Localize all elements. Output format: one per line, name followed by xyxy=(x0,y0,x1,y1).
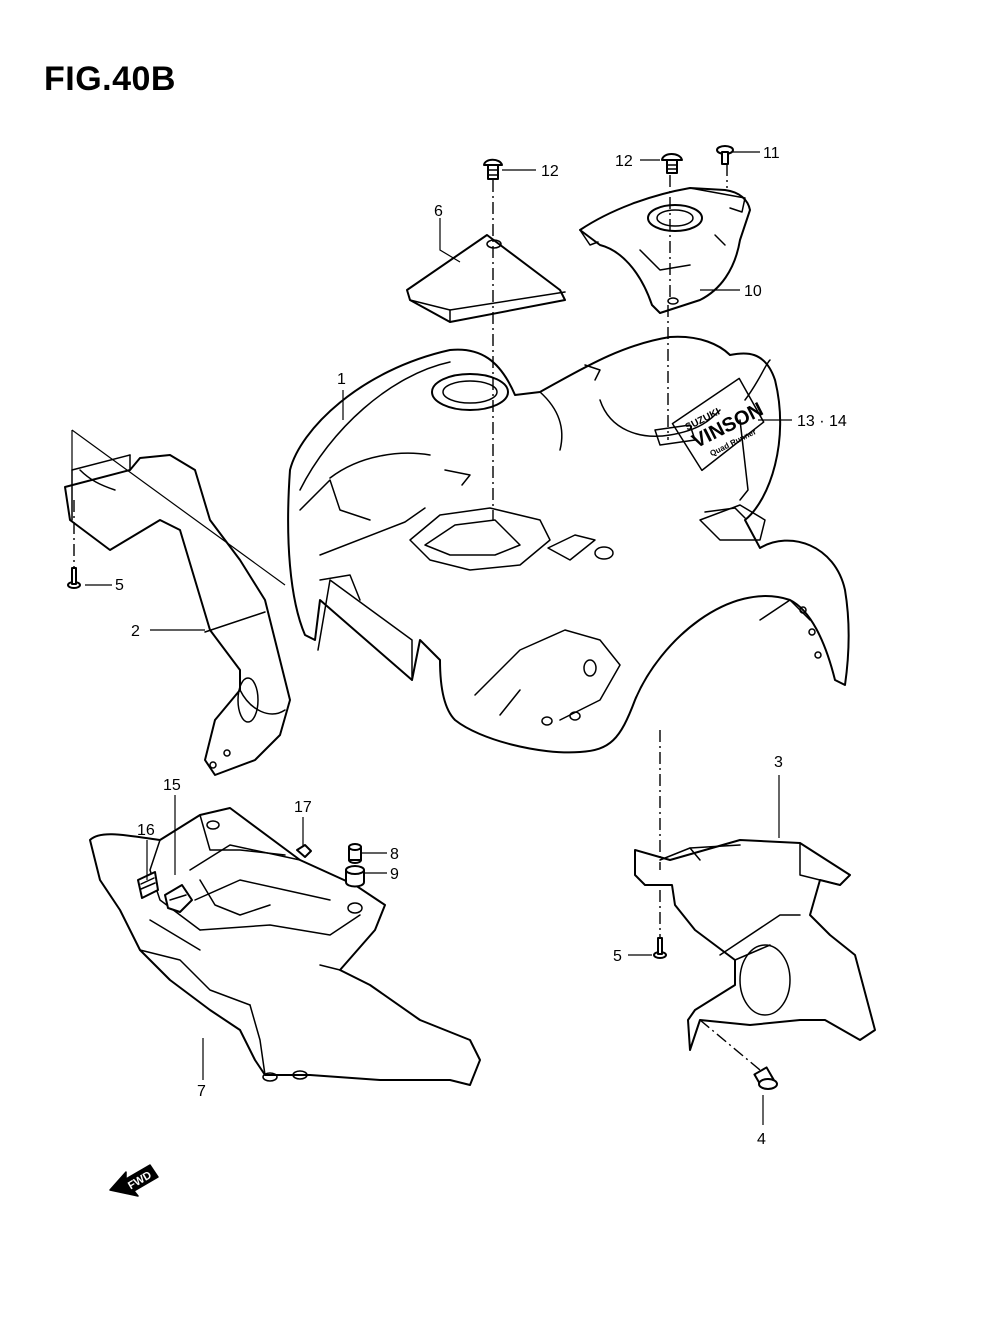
callout-2: 2 xyxy=(131,623,140,640)
fwd-label: FWD xyxy=(126,1169,154,1192)
callout-5-left: 5 xyxy=(115,577,124,594)
part-6-storage-lid xyxy=(406,234,566,323)
callout-7: 7 xyxy=(197,1083,206,1100)
callout-9: 9 xyxy=(390,866,399,883)
part-8-collar xyxy=(348,843,362,864)
callout-10: 10 xyxy=(744,283,762,300)
fwd-direction-icon: FWD xyxy=(109,1164,159,1197)
callout-17: 17 xyxy=(294,799,312,816)
callout-5-right: 5 xyxy=(613,948,622,965)
part-4-clip xyxy=(753,1066,778,1090)
callout-11: 11 xyxy=(763,145,780,162)
callout-1: 1 xyxy=(337,371,346,388)
callout-12-right: 12 xyxy=(615,153,633,170)
part-9-grommet xyxy=(345,865,365,888)
figure-title: FIG.40B xyxy=(44,60,176,98)
part-3-right-inner-guard xyxy=(634,839,876,1051)
assembly-lines xyxy=(71,164,761,1071)
part-12-clip-left xyxy=(483,158,503,180)
callout-8: 8 xyxy=(390,846,399,863)
part-12-clip-right xyxy=(661,153,683,174)
callout-12-left: 12 xyxy=(541,163,559,180)
callout-13-14: 13 · 14 xyxy=(797,413,847,430)
part-17-nut xyxy=(296,844,312,858)
part-2-left-inner-guard xyxy=(64,454,291,776)
part-7-front-guard xyxy=(89,807,481,1086)
leader-lines xyxy=(85,151,792,1125)
callout-4: 4 xyxy=(757,1131,766,1148)
part-5-screw-right xyxy=(653,937,667,959)
callout-15: 15 xyxy=(163,777,181,794)
part-10-top-cover xyxy=(579,187,751,314)
callout-labels: 1 2 3 4 5 5 6 7 8 9 10 11 12 12 13 · 14 … xyxy=(115,145,847,1148)
part-5-screw-left xyxy=(67,567,81,589)
callout-16: 16 xyxy=(137,822,155,839)
part-11-screw xyxy=(716,145,734,165)
part-1-front-fender xyxy=(287,335,850,754)
callout-3: 3 xyxy=(774,754,783,771)
callout-6: 6 xyxy=(434,203,443,220)
